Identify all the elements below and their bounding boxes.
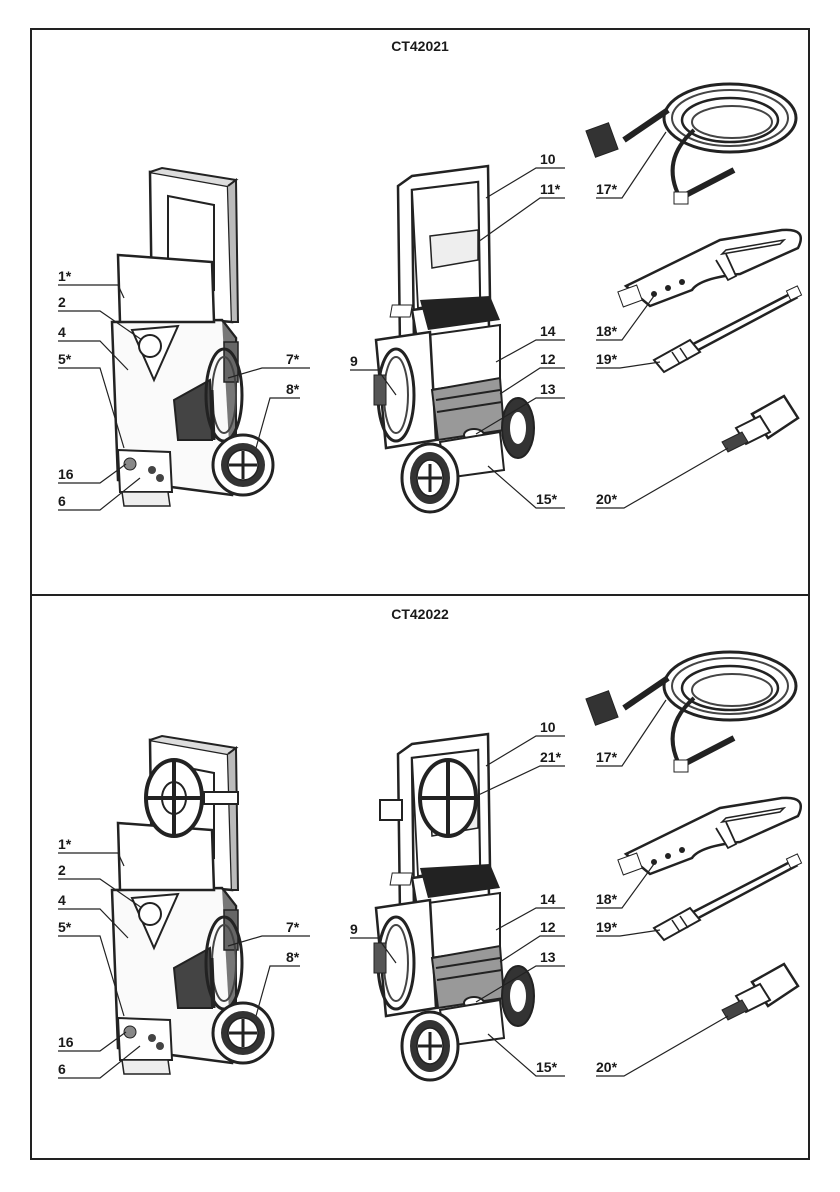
- callout-8: 8*: [286, 381, 299, 397]
- callout-10: 10: [540, 151, 556, 167]
- callout-19: 19*: [596, 351, 617, 367]
- callout-12: 12: [540, 919, 556, 935]
- callout-20: 20*: [596, 1059, 617, 1075]
- callout-9: 9: [350, 921, 358, 937]
- callout-11: 11*: [540, 181, 560, 197]
- callout-17: 17*: [596, 749, 617, 765]
- callout-1: 1*: [58, 836, 71, 852]
- callout-20: 20*: [596, 491, 617, 507]
- callout-14: 14: [540, 323, 556, 339]
- hose-ct42022: [586, 652, 796, 772]
- hose-reel-ct42022: [146, 760, 476, 836]
- callout-8: 8*: [286, 949, 299, 965]
- callout-2: 2: [58, 862, 66, 878]
- adapter-ct42022: [722, 964, 798, 1020]
- hose-ct42021: [586, 84, 796, 204]
- lance-ct42021: [654, 286, 802, 372]
- callout-7: 7*: [286, 919, 299, 935]
- callout-18: 18*: [596, 323, 617, 339]
- callout-16: 16: [58, 1034, 74, 1050]
- callout-5: 5*: [58, 919, 71, 935]
- callout-1: 1*: [58, 268, 71, 284]
- callout-15: 15*: [536, 491, 557, 507]
- callout-19: 19*: [596, 919, 617, 935]
- callout-12: 12: [540, 351, 556, 367]
- adapter-ct42021: [722, 396, 798, 452]
- callout-18: 18*: [596, 891, 617, 907]
- spray-gun-ct42022: [618, 798, 801, 875]
- callout-9: 9: [350, 353, 358, 369]
- callout-10: 10: [540, 719, 556, 735]
- callout-4: 4: [58, 324, 66, 340]
- callout-4: 4: [58, 892, 66, 908]
- callout-21: 21*: [540, 749, 561, 765]
- callout-6: 6: [58, 1061, 66, 1077]
- callout-6: 6: [58, 493, 66, 509]
- callout-16: 16: [58, 466, 74, 482]
- callout-5: 5*: [58, 351, 71, 367]
- lance-ct42022: [654, 854, 802, 940]
- callout-2: 2: [58, 294, 66, 310]
- callout-14: 14: [540, 891, 556, 907]
- callout-13: 13: [540, 949, 556, 965]
- callout-7: 7*: [286, 351, 299, 367]
- washer-side-view-ct42021: [374, 166, 534, 512]
- spray-gun-ct42021: [618, 230, 801, 307]
- washer-front-view-ct42021: [112, 168, 273, 506]
- callout-13: 13: [540, 381, 556, 397]
- callout-15: 15*: [536, 1059, 557, 1075]
- callout-17: 17*: [596, 181, 617, 197]
